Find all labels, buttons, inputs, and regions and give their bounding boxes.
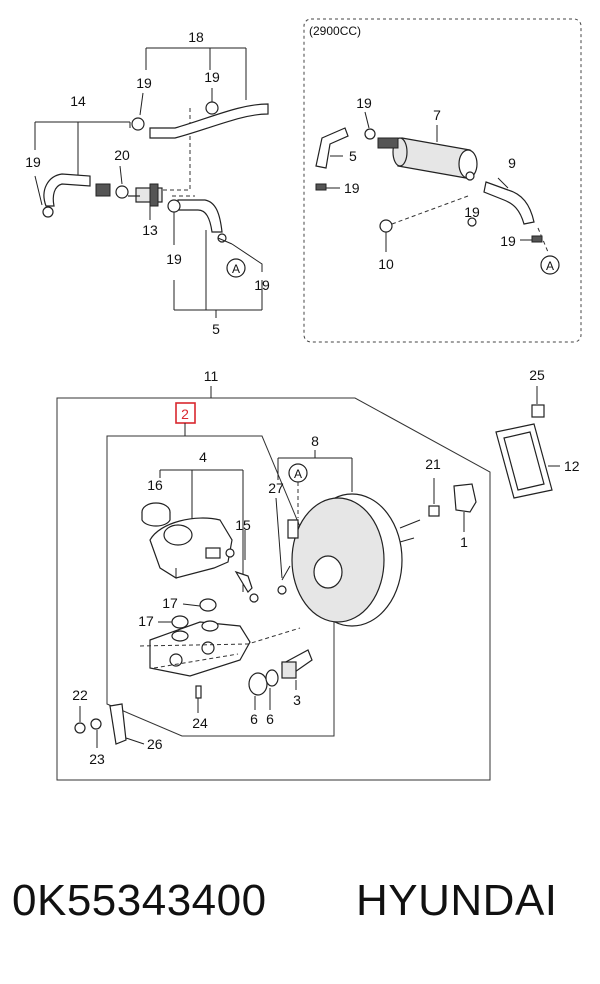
vacuum-tank-group [315, 111, 549, 253]
callout-10: 10 [378, 256, 394, 272]
callout-6-b: 6 [266, 711, 274, 727]
ref-mark-a-1 [226, 258, 246, 278]
vacuum-hose-group [34, 47, 269, 318]
part-caption: 0K55343400 HYUNDAI [0, 876, 600, 946]
callout-17-a: 17 [162, 595, 178, 611]
callout-7: 7 [433, 107, 441, 123]
callout-25: 25 [529, 367, 545, 383]
booster-assembly-group [56, 386, 560, 781]
callout-27: 27 [268, 480, 284, 496]
callout-8: 8 [311, 433, 319, 449]
variant-box-2900cc [303, 18, 582, 343]
callout-9: 9 [508, 155, 516, 171]
ref-mark-a-3-label: A [294, 467, 302, 481]
callout-22: 22 [72, 687, 88, 703]
callout-4: 4 [199, 449, 207, 465]
callout-18: 18 [188, 29, 204, 45]
callout-19-d: 19 [166, 251, 182, 267]
callout-23: 23 [89, 751, 105, 767]
callout-12: 12 [564, 458, 580, 474]
brand-name: HYUNDAI [356, 876, 558, 925]
callout-19-h: 19 [464, 204, 480, 220]
callout-16: 16 [147, 477, 163, 493]
variant-label: (2900CC) [309, 24, 361, 38]
callout-26: 26 [147, 736, 163, 752]
callout-1: 1 [460, 534, 468, 550]
ref-mark-a-1-label: A [232, 262, 240, 276]
ref-mark-a-2-label: A [546, 259, 554, 273]
callout-19-g: 19 [344, 180, 360, 196]
callout-24: 24 [192, 715, 208, 731]
callout-19-e: 19 [254, 277, 270, 293]
part-number: 0K55343400 [12, 876, 267, 925]
callout-20: 20 [114, 147, 130, 163]
callout-3: 3 [293, 692, 301, 708]
callout-5-b: 5 [349, 148, 357, 164]
callout-17-b: 17 [138, 613, 154, 629]
callout-11: 11 [204, 368, 219, 384]
callout-14: 14 [70, 93, 86, 109]
callout-19-a: 19 [136, 75, 152, 91]
callout-19-f: 19 [356, 95, 372, 111]
callout-15: 15 [235, 517, 251, 533]
callout-19-i: 19 [500, 233, 516, 249]
ref-mark-a-2 [540, 255, 560, 275]
callout-5: 5 [212, 321, 220, 337]
callout-6-a: 6 [250, 711, 258, 727]
callout-2-highlighted: 2 [181, 406, 189, 422]
callout-13: 13 [142, 222, 158, 238]
callout-19-c: 19 [25, 154, 41, 170]
callout-21: 21 [425, 456, 441, 472]
callout-19-b: 19 [204, 69, 220, 85]
